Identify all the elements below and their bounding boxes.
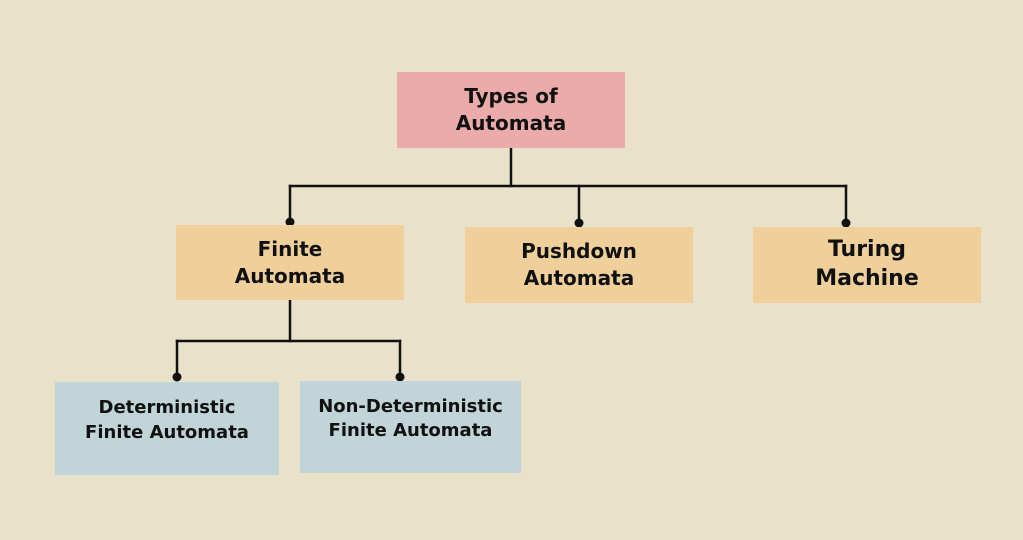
node-label: Non-Deterministic Finite Automata	[318, 395, 503, 441]
node-label: Deterministic Finite Automata	[85, 397, 249, 443]
connector-dot-finite	[285, 217, 295, 227]
connector-dot-pushdown	[574, 218, 584, 228]
connector-dot-nfa	[395, 372, 405, 382]
node-label: Turing Machine	[815, 237, 919, 291]
node-label: Types of Automata	[455, 84, 567, 135]
node-turing-machine: Turing Machine	[753, 227, 981, 303]
node-pushdown-automata: Pushdown Automata	[465, 227, 693, 303]
connector-dot-dfa	[172, 372, 182, 382]
connector-dot-turing	[841, 218, 851, 228]
node-types-of-automata: Types of Automata	[397, 72, 625, 148]
node-non-deterministic-finite-automata: Non-Deterministic Finite Automata	[300, 381, 521, 473]
node-label: Finite Automata	[234, 236, 346, 288]
node-label: Pushdown Automata	[521, 239, 637, 290]
node-finite-automata: Finite Automata	[176, 225, 404, 300]
node-deterministic-finite-automata: Deterministic Finite Automata	[55, 382, 279, 475]
